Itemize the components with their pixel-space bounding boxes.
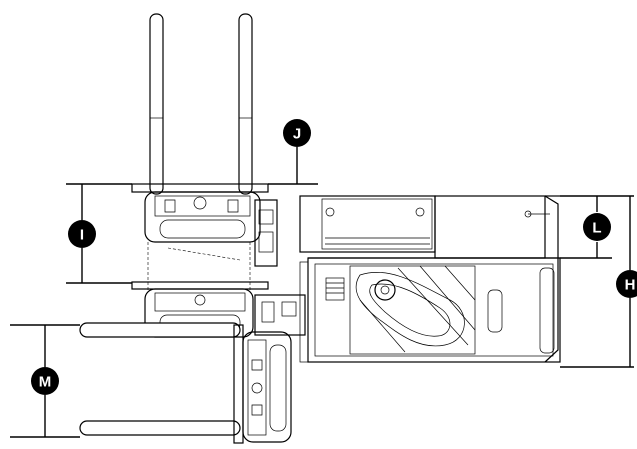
callout-l-label: L (592, 220, 601, 237)
callout-m: M (31, 367, 59, 395)
callout-h: H (616, 270, 637, 298)
callout-j: J (283, 119, 311, 147)
truck-chassis (299, 195, 561, 363)
callout-i-label: I (80, 227, 84, 244)
upper-fork-assembly (131, 13, 278, 292)
lower-fork-tine-upper (79, 322, 241, 338)
lower-fork-tine-lower (79, 420, 241, 436)
upper-fork-tine-left (149, 13, 164, 195)
upper-fork-tine-right (238, 13, 253, 195)
callout-l: L (583, 213, 611, 241)
dimension-j (268, 147, 318, 185)
dimension-i (66, 183, 132, 284)
callout-h-label: H (625, 277, 636, 294)
dimension-l (560, 195, 612, 259)
callout-m-label: M (39, 374, 52, 391)
callout-i: I (68, 220, 96, 248)
dimension-h (560, 195, 634, 368)
battery-compartment (325, 265, 476, 355)
callout-j-label: J (293, 126, 301, 143)
lower-fork-assembly (79, 322, 292, 444)
dimension-m (10, 324, 80, 438)
